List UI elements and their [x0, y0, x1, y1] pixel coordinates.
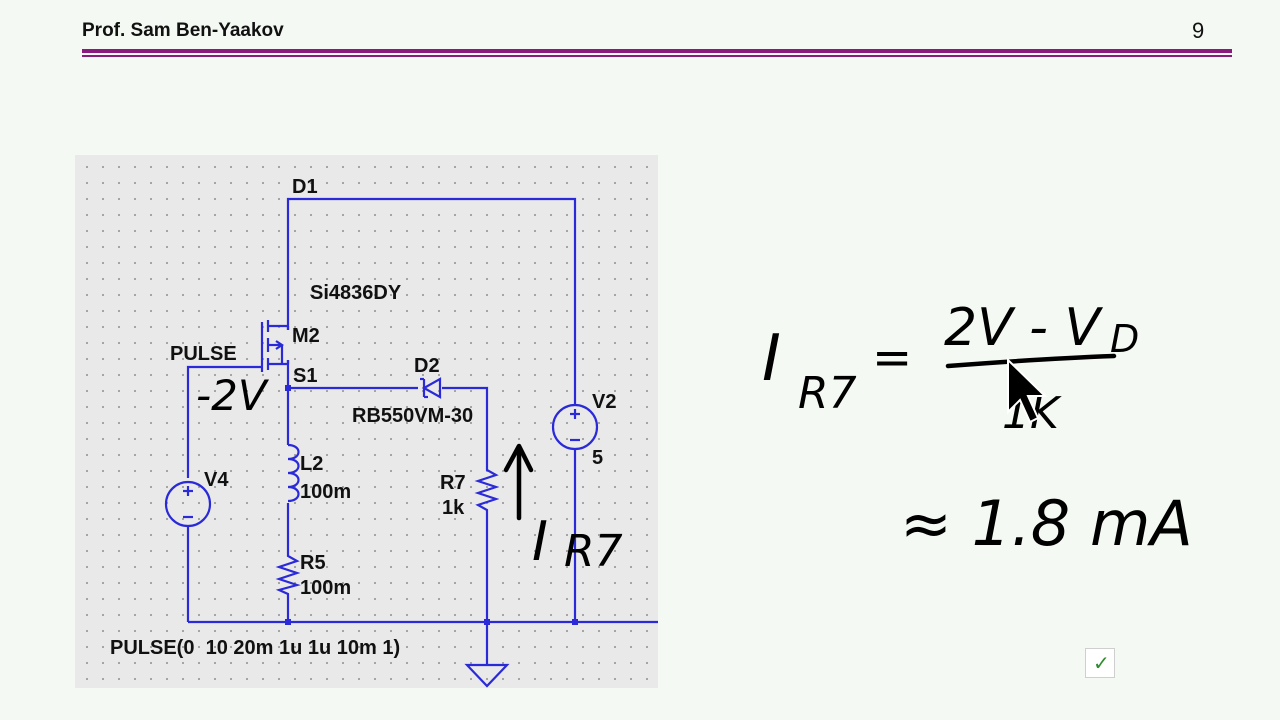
formula-fraction-bar [945, 353, 1117, 369]
r5-ref-label: R5 [300, 552, 326, 574]
v4-ref-label: V4 [204, 469, 229, 491]
r7-value-label: 1k [442, 497, 465, 519]
formula-equals: = [872, 330, 912, 386]
gate-source-label: PULSE [170, 343, 237, 365]
pulse-spec-label: PULSE(0 10 20m 1u 1u 10m 1) [110, 637, 400, 659]
page-number: 9 [1192, 18, 1205, 43]
wires [186, 197, 658, 665]
voltage-note: -2V [196, 371, 270, 420]
v2-ref-label: V2 [592, 391, 616, 413]
node-label-d1: D1 [292, 176, 318, 198]
result-value: ≈ 1.8 mA [900, 487, 1193, 560]
wire-d1-to-v2 [286, 197, 577, 405]
junctions [285, 385, 578, 625]
header-rule-thick [82, 49, 1232, 53]
current-arrow [503, 443, 534, 521]
source-v2-symbol[interactable] [551, 403, 599, 451]
inductor-ref-label: L2 [300, 453, 323, 475]
wire-d2-to-r7 [442, 386, 489, 462]
diode-symbol[interactable] [420, 377, 442, 399]
resistor-r7-symbol[interactable] [474, 462, 500, 518]
inductor-value-label: 100m [300, 481, 351, 503]
current-label-base: I [532, 510, 548, 573]
r5-value-label: 100m [300, 577, 351, 599]
mosfet-symbol[interactable] [260, 320, 290, 372]
node-label-s1: S1 [293, 365, 317, 387]
header-rule-thin [82, 55, 1232, 57]
check-icon: ✓ [1093, 653, 1110, 675]
source-v4-symbol[interactable] [164, 480, 212, 528]
mosfet-ref-label: M2 [292, 325, 320, 347]
junction-r5-ground [285, 619, 291, 625]
junction-v2-ground [572, 619, 578, 625]
resistor-r5-symbol[interactable] [275, 550, 301, 598]
inductor-symbol[interactable] [287, 443, 300, 503]
schematic-panel[interactable] [75, 155, 658, 688]
wire-v4-to-gate [186, 365, 262, 478]
formula-numerator-sub: D [1110, 317, 1139, 361]
check-checkbox[interactable]: ✓ [1085, 648, 1115, 678]
junction-s1 [285, 385, 291, 391]
mouse-cursor-icon [1007, 357, 1048, 424]
diode-ref-label: D2 [414, 355, 440, 377]
slide-author: Prof. Sam Ben-Yaakov [82, 20, 284, 41]
current-label-sub: R7 [564, 526, 623, 577]
diode-model-label: RB550VM-30 [352, 405, 473, 427]
v2-value-label: 5 [592, 447, 603, 469]
formula-lhs-base: I [762, 322, 781, 396]
formula-numerator-main: 2V - V [944, 298, 1103, 358]
ground-icon [464, 663, 510, 688]
mosfet-model-label: Si4836DY [310, 282, 402, 304]
formula-lhs-sub: R7 [798, 368, 857, 419]
junction-r7-ground [484, 619, 490, 625]
r7-ref-label: R7 [440, 472, 466, 494]
